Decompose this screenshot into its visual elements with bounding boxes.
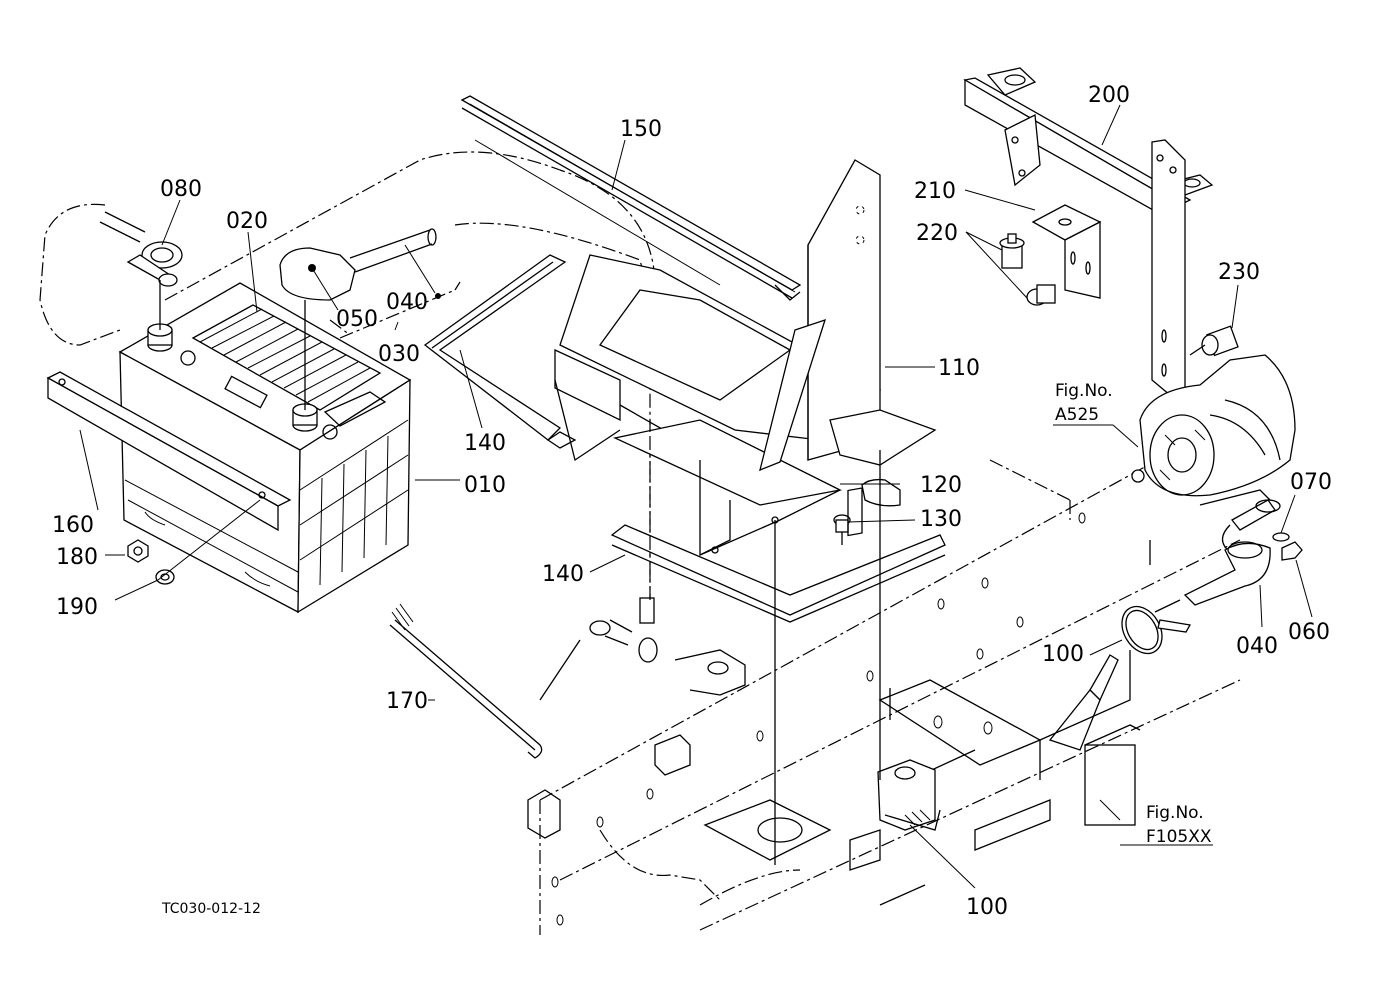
label-110: 110: [938, 356, 980, 381]
small-bracket: [1031, 204, 1102, 299]
label-170: 170: [386, 689, 428, 714]
cable-path-3: [329, 281, 461, 339]
label-100-upper: 100: [1042, 642, 1084, 667]
figure-ref-f105xx[interactable]: Fig.No. F105XX: [1146, 803, 1212, 847]
fig-a525-prefix: Fig.No.: [1055, 381, 1113, 401]
nut-and-washer: [127, 539, 175, 585]
label-030: 030: [378, 342, 420, 367]
ground-terminal: [589, 420, 776, 865]
label-220: 220: [916, 221, 958, 246]
label-180: 180: [56, 545, 98, 570]
fig-f105xx-number[interactable]: F105XX: [1146, 827, 1212, 847]
cable-clamp-lower: [877, 450, 941, 831]
cable-tie-upper: [1121, 605, 1192, 655]
battery-bracket-plate: [759, 159, 937, 472]
terminal-clamp: [99, 211, 183, 330]
chassis-frame: [527, 419, 1241, 935]
label-210: 210: [914, 179, 956, 204]
rubber-strip: [460, 95, 802, 301]
label-040-upper: 040: [386, 290, 428, 315]
cable-path-2: [454, 222, 651, 600]
figure-ref-a525[interactable]: Fig.No. A525: [1055, 381, 1113, 425]
label-230: 230: [1218, 260, 1260, 285]
terminal-cover: [279, 228, 441, 410]
starter-motor: [1131, 354, 1296, 506]
mount-bracket: [963, 67, 1214, 396]
fig-a525-number[interactable]: A525: [1055, 405, 1099, 425]
harness-bracket: [1039, 650, 1131, 751]
label-070: 070: [1290, 470, 1332, 495]
label-100-lower: 100: [966, 895, 1008, 920]
leader-lines: [79, 104, 1313, 889]
cable-path: [39, 151, 656, 346]
bolts: [999, 233, 1239, 357]
label-010: 010: [464, 473, 506, 498]
starter-lead: [1154, 499, 1303, 613]
label-150: 150: [620, 117, 662, 142]
hold-down-rod: [389, 603, 543, 759]
label-160: 160: [52, 513, 94, 538]
part-labels: 080 020 050 040 030 150 200 210 220 230 …: [52, 83, 1332, 920]
drawing-code: TC030-012-12: [161, 901, 261, 917]
label-140-upper: 140: [464, 431, 506, 456]
label-190: 190: [56, 595, 98, 620]
fig-f105xx-prefix: Fig.No.: [1146, 803, 1204, 823]
label-080: 080: [160, 177, 202, 202]
clip-and-bolt: [833, 478, 901, 545]
label-120: 120: [920, 473, 962, 498]
label-200: 200: [1088, 83, 1130, 108]
label-130: 130: [920, 507, 962, 532]
tray-frame-upper: [423, 254, 577, 449]
label-140-lower: 140: [542, 562, 584, 587]
tray-frame-lower: [610, 524, 946, 623]
label-060: 060: [1288, 620, 1330, 645]
hold-down-bar: [46, 371, 292, 532]
label-040-lower: 040: [1236, 634, 1278, 659]
label-020: 020: [226, 209, 268, 234]
label-050: 050: [336, 307, 378, 332]
